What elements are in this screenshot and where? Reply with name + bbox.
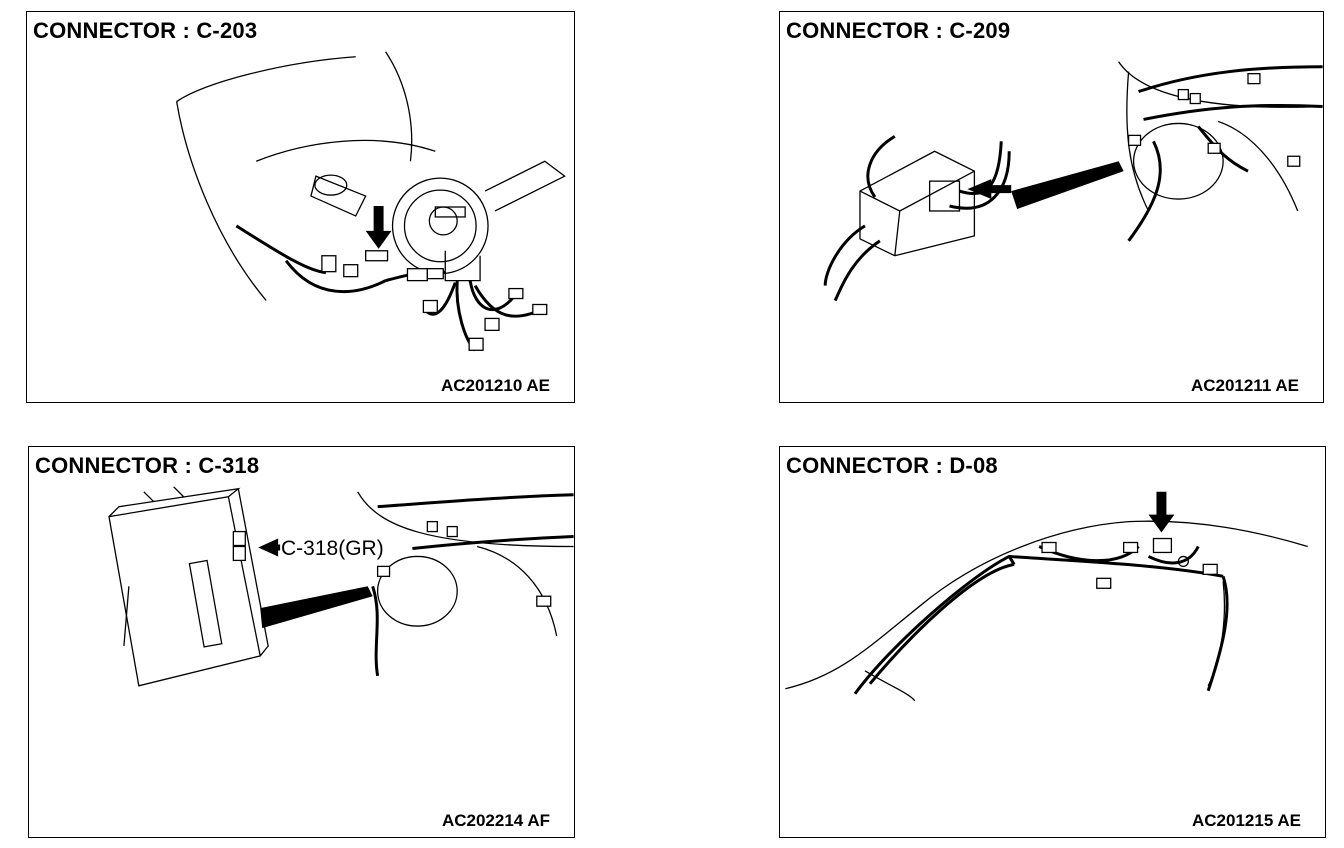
panel-title: CONNECTOR : C-203 bbox=[33, 18, 258, 43]
drawing-code: AC201211 AE bbox=[1190, 376, 1299, 395]
panel-connector-d08: CONNECTOR : D-08 AC201215 AE bbox=[779, 446, 1326, 838]
drawing-code: AC201215 AE bbox=[1192, 811, 1301, 830]
instrument-panel-harness-illustration bbox=[823, 61, 1323, 302]
panel-connector-c203: CONNECTOR : C-203 AC201210 AE bbox=[26, 11, 575, 403]
panel-title: CONNECTOR : D-08 bbox=[786, 453, 998, 478]
connector-callout-label: C-318(GR) bbox=[281, 537, 384, 560]
panel-title: CONNECTOR : C-318 bbox=[35, 453, 260, 478]
panel-connector-c209: CONNECTOR : C-209 AC201211 AE bbox=[779, 11, 1324, 403]
drawing-code: AC202214 AF bbox=[441, 811, 550, 830]
control-unit-illustration bbox=[108, 486, 574, 687]
roof-harness-illustration bbox=[785, 491, 1308, 702]
drawing-code: AC201210 AE bbox=[441, 376, 550, 395]
panel-title: CONNECTOR : C-209 bbox=[786, 18, 1011, 43]
steering-column-illustration bbox=[175, 51, 566, 352]
panel-connector-c318: CONNECTOR : C-318 C-318(GR) AC202214 AF bbox=[28, 446, 575, 838]
